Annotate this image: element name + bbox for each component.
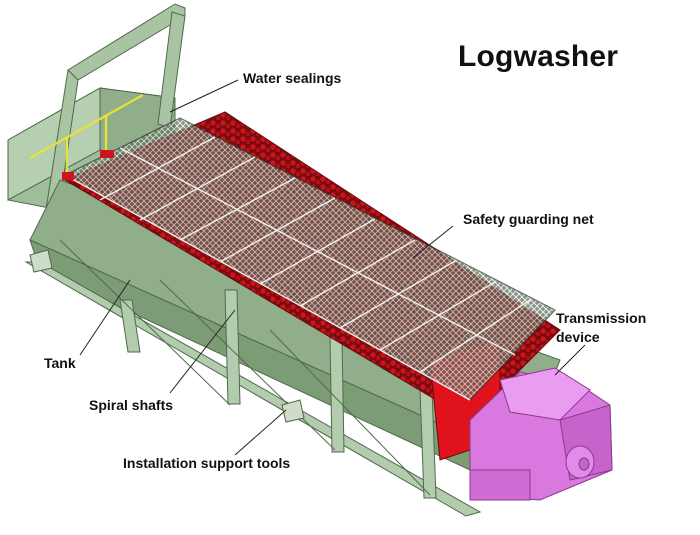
label-transmission-line1: Transmission: [556, 310, 647, 326]
seal-block: [62, 172, 74, 180]
label-safety-guarding-net: Safety guarding net: [463, 211, 594, 227]
diagram-title: Logwasher: [458, 40, 619, 73]
leader-lines: [79, 79, 586, 456]
water-sealing-rods: [29, 94, 144, 175]
label-tank: Tank: [44, 355, 76, 371]
label-spiral-shafts: Spiral shafts: [89, 397, 174, 413]
label-water-sealings: Water sealings: [243, 70, 342, 86]
label-transmission-line2: device: [556, 329, 600, 345]
lifting-frame: [43, 3, 186, 229]
transmission-device: [469, 367, 613, 501]
label-installation-support-tools: Installation support tools: [123, 455, 291, 471]
label-transmission-device: Transmission device: [556, 309, 646, 347]
safety-guarding-net: [63, 117, 556, 401]
seal-block: [100, 150, 114, 158]
